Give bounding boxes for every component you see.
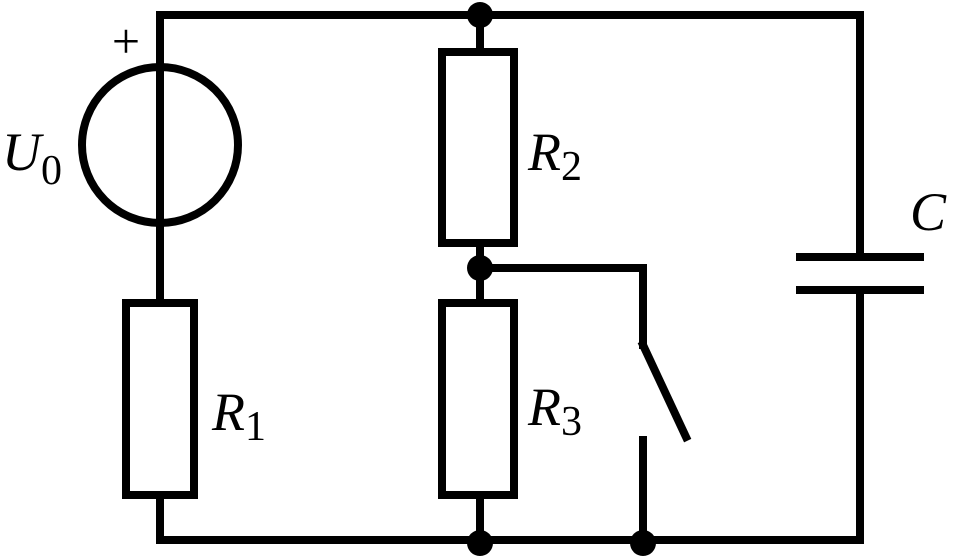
resistor-r3-label-main: R bbox=[527, 377, 561, 437]
resistor-r3-label-sub: 3 bbox=[561, 399, 582, 445]
resistor-r3: R3 bbox=[438, 299, 582, 499]
capacitor-label: C bbox=[910, 182, 947, 242]
switch-blade bbox=[637, 339, 692, 443]
resistor-r2-label-main: R bbox=[527, 122, 561, 182]
wire-switch-top bbox=[476, 264, 647, 349]
voltage-source: + U0 bbox=[2, 13, 242, 229]
resistor-r1: R1 bbox=[122, 299, 266, 499]
voltage-source-label-main: U bbox=[2, 122, 44, 182]
voltage-source-polarity: + bbox=[112, 13, 140, 69]
voltage-source-label-sub: 0 bbox=[41, 148, 62, 194]
resistor-r2-label-sub: 2 bbox=[561, 144, 582, 190]
junction-dot-bottom-mid bbox=[467, 530, 493, 556]
resistor-r1-label-sub: 1 bbox=[245, 404, 266, 450]
junction-dot-r2-r3 bbox=[467, 255, 493, 281]
resistor-r1-label-main: R bbox=[211, 382, 245, 442]
resistor-r2-body bbox=[438, 48, 518, 247]
resistor-r1-body bbox=[122, 299, 198, 499]
resistor-r2-label: R2 bbox=[527, 122, 582, 190]
junctions bbox=[467, 2, 656, 556]
junction-dot-top-mid bbox=[467, 2, 493, 28]
resistor-r1-label: R1 bbox=[211, 382, 266, 450]
voltage-source-label: U0 bbox=[2, 122, 62, 194]
capacitor: C bbox=[796, 182, 947, 294]
wires bbox=[156, 11, 864, 544]
resistor-r3-label: R3 bbox=[527, 377, 582, 445]
resistor-r3-body bbox=[438, 299, 518, 499]
switch bbox=[637, 339, 692, 443]
junction-dot-bottom-switch bbox=[630, 530, 656, 556]
resistor-r2: R2 bbox=[438, 48, 582, 247]
